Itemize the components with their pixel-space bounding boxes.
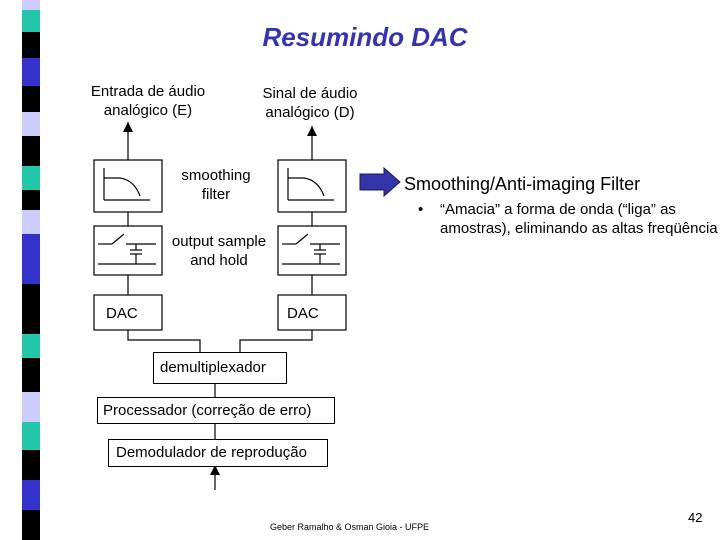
decorative-color-strip bbox=[22, 0, 40, 540]
dac-left-label: DAC bbox=[103, 304, 141, 323]
strip-block bbox=[22, 392, 40, 422]
strip-block bbox=[22, 480, 40, 510]
strip-block bbox=[22, 166, 40, 190]
bullet-icon: • bbox=[418, 201, 424, 218]
strip-block bbox=[22, 112, 40, 136]
slide-title: Resumindo DAC bbox=[262, 22, 468, 52]
strip-block bbox=[22, 284, 40, 334]
sample-hold-switch-icon bbox=[98, 233, 156, 265]
sample-hold-box-right bbox=[277, 225, 347, 276]
demultiplexer-label: demultiplexador bbox=[157, 358, 269, 377]
input-right-label: Sinal de áudio analógico (D) bbox=[262, 85, 358, 121]
smoothing-filter-label: smoothing filter bbox=[170, 166, 262, 204]
arrowhead bbox=[210, 465, 220, 475]
lowpass-filter-icon bbox=[103, 168, 150, 201]
filter-bullet-text: “Amacia” a forma de onda (“liga” as amos… bbox=[440, 201, 718, 237]
strip-block bbox=[22, 32, 40, 58]
connector-line bbox=[239, 330, 313, 352]
strip-block bbox=[22, 234, 40, 284]
lowpass-filter-icon bbox=[287, 168, 334, 201]
connector-line bbox=[127, 330, 201, 352]
processor-label: Processador (correção de erro) bbox=[100, 401, 315, 420]
strip-block bbox=[22, 210, 40, 234]
strip-block bbox=[22, 136, 40, 166]
strip-block bbox=[22, 422, 40, 450]
arrowhead bbox=[123, 122, 133, 132]
right-arrow-icon bbox=[359, 166, 401, 198]
arrowhead bbox=[307, 126, 317, 136]
filter-heading: Smoothing/Anti-imaging Filter bbox=[404, 174, 641, 194]
smoothing-filter-box-right bbox=[277, 159, 347, 213]
sample-hold-switch-icon bbox=[282, 233, 340, 265]
input-left-label: Entrada de áudio analógico (E) bbox=[90, 83, 206, 119]
strip-block bbox=[22, 510, 40, 540]
strip-block bbox=[22, 358, 40, 392]
page-number: 42 bbox=[688, 510, 703, 525]
strip-block bbox=[22, 334, 40, 358]
strip-block bbox=[22, 10, 40, 32]
dac-right-label: DAC bbox=[284, 304, 322, 323]
strip-block bbox=[22, 0, 40, 10]
smoothing-filter-box-left bbox=[93, 159, 163, 213]
strip-block bbox=[22, 86, 40, 112]
slide-footer: Geber Ramalho & Osman Gioia - UFPE bbox=[270, 522, 430, 532]
strip-block bbox=[22, 450, 40, 480]
sample-hold-label: output sample and hold bbox=[164, 232, 274, 270]
strip-block bbox=[22, 190, 40, 210]
demodulator-label: Demodulador de reprodução bbox=[113, 443, 310, 462]
sample-hold-box-left bbox=[93, 225, 163, 276]
strip-block bbox=[22, 58, 40, 86]
